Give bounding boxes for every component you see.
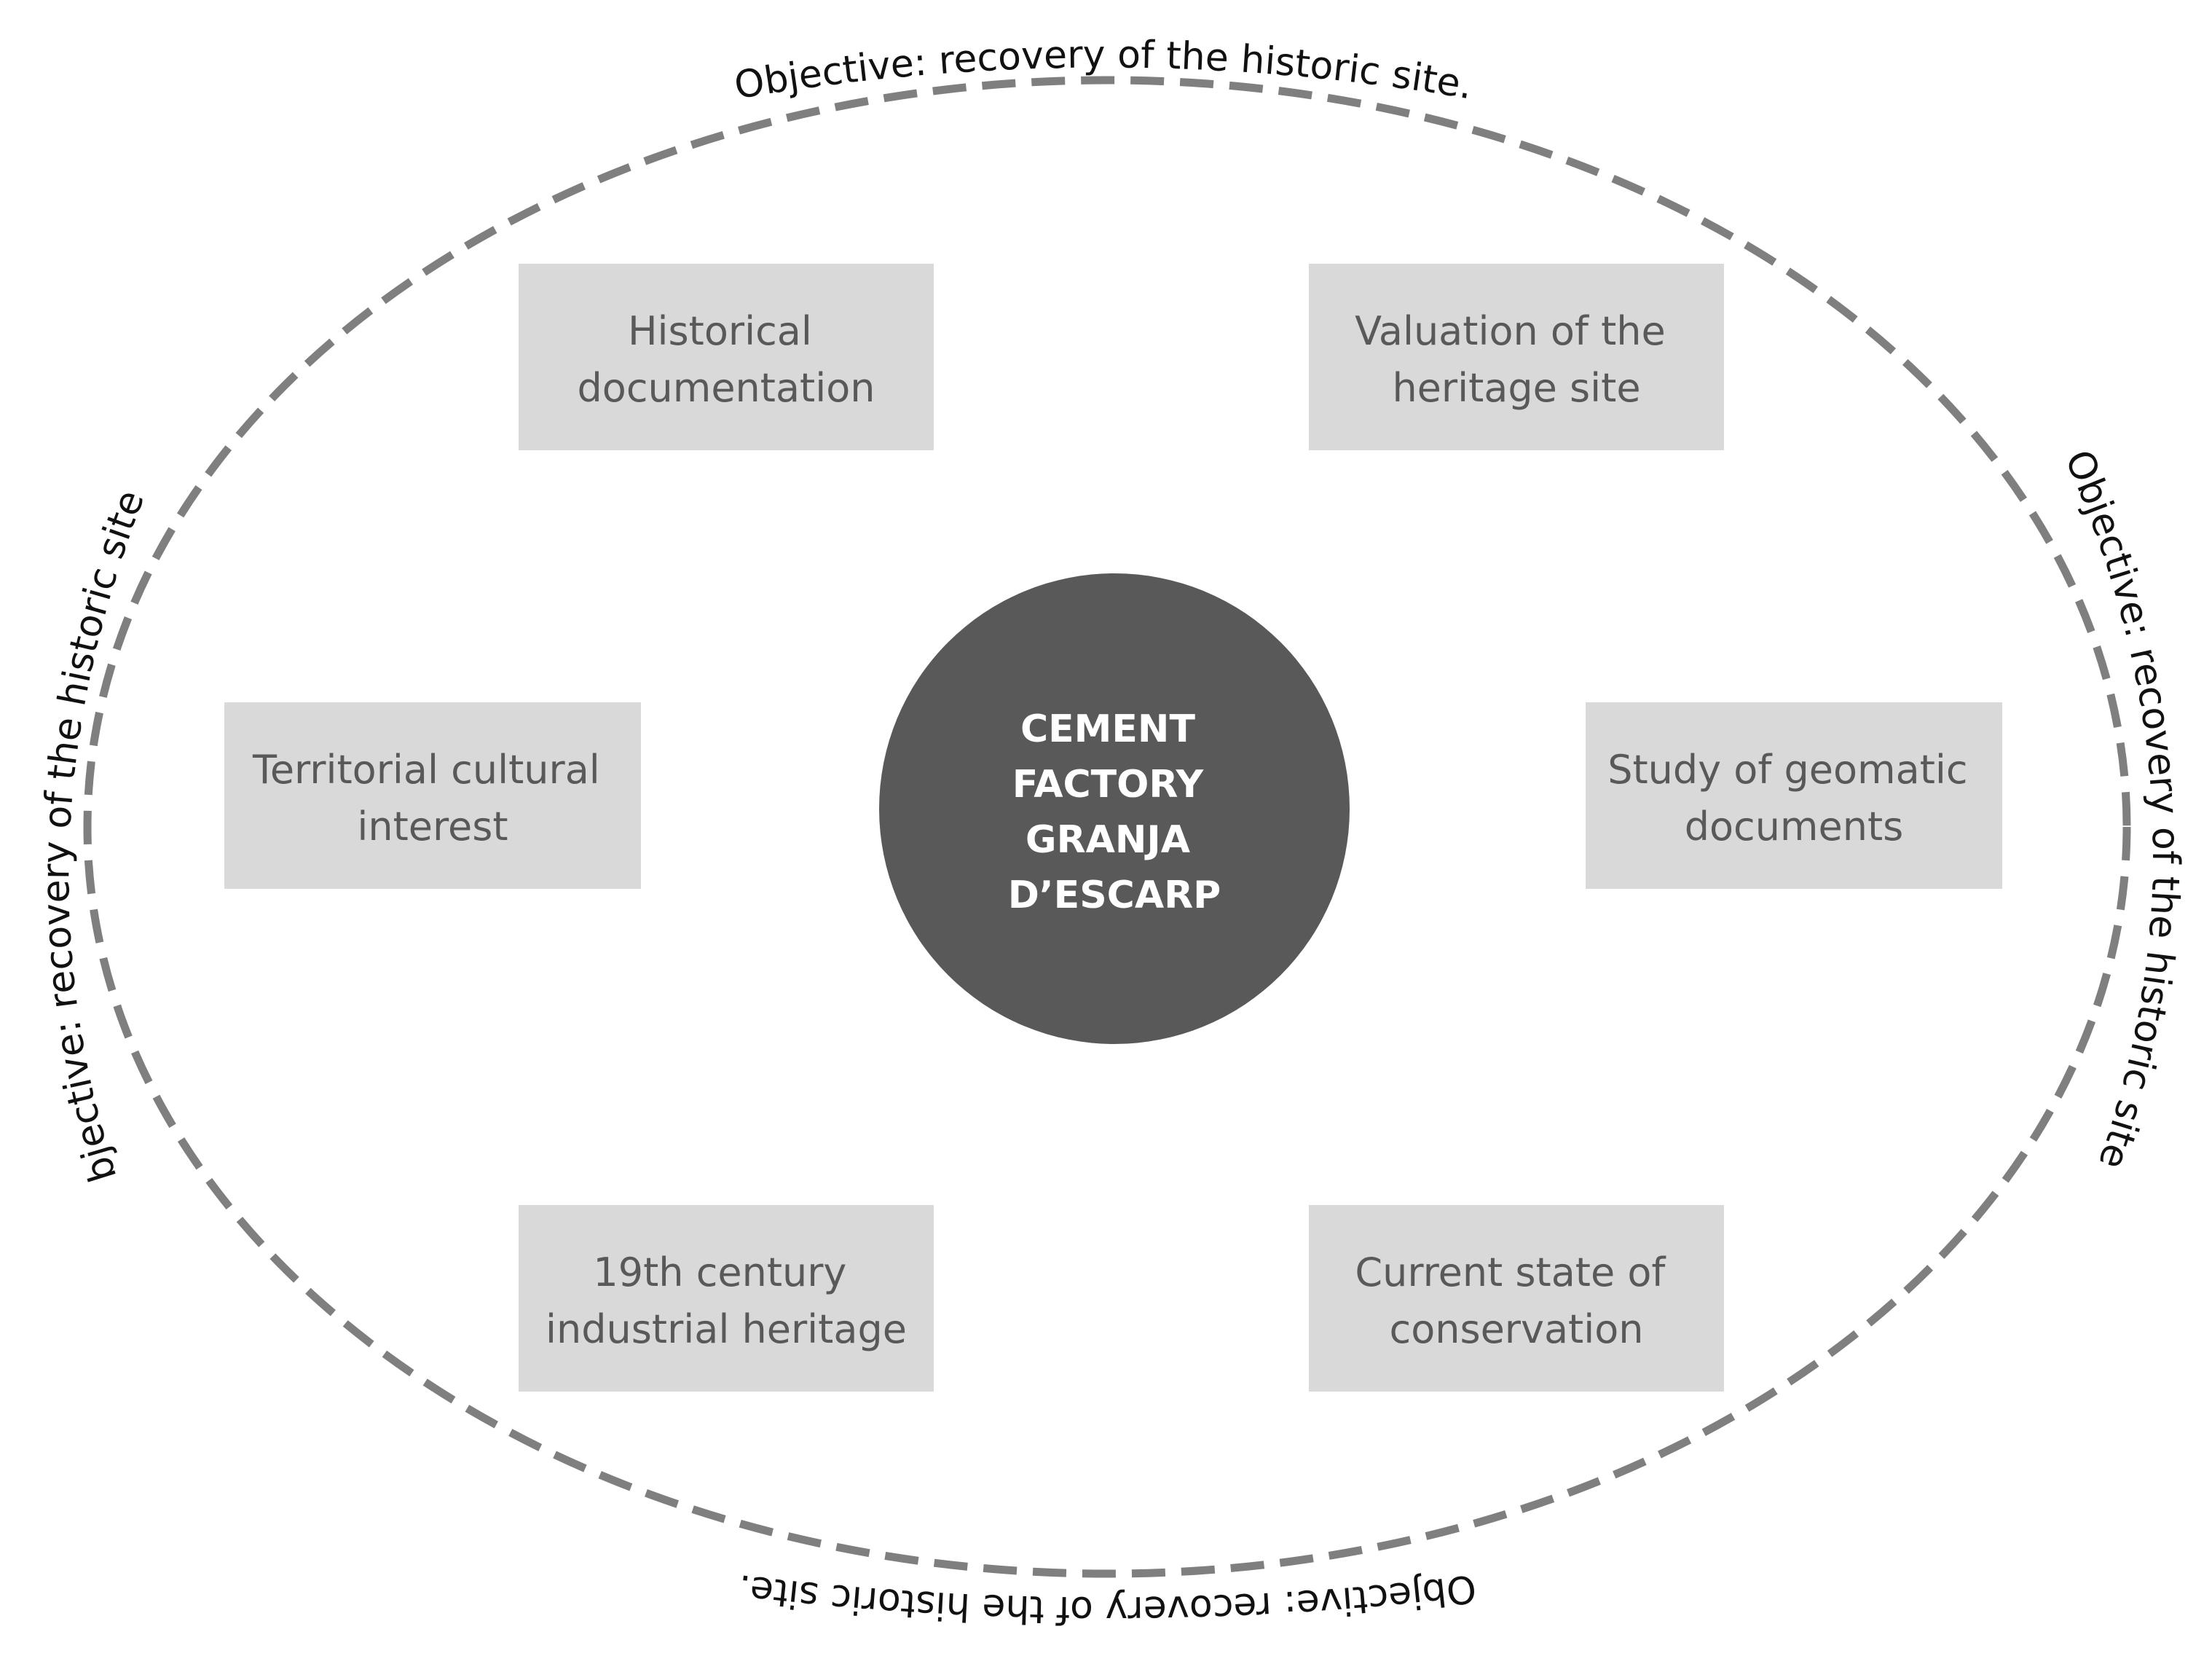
center-label-line-1: CEMENT [1020, 707, 1195, 751]
node-label-line-2: documentation [578, 365, 875, 411]
center-label: CEMENT FACTORY GRANJA D’ESCARP [1008, 707, 1221, 917]
node-label: 19th century industrial heritage [546, 1249, 907, 1352]
node-label-line-2: industrial heritage [546, 1306, 907, 1352]
objective-boundary-ellipse [83, 76, 2131, 1578]
node-label-line-2: interest [357, 804, 508, 849]
node-label-line-1: Territorial cultural [252, 747, 600, 793]
objective-label-top-text: Objective: recovery of the historic site… [731, 33, 1476, 108]
node-label-line-1: Valuation of the [1355, 308, 1666, 354]
node-label: Valuation of the heritage site [1355, 308, 1678, 411]
node-box [519, 264, 934, 450]
node-label-line-1: Study of geomatic [1607, 747, 1967, 793]
node-box [1586, 702, 2002, 889]
center-node-cement-factory: CEMENT FACTORY GRANJA D’ESCARP [879, 573, 1350, 1044]
node-box [1309, 264, 1724, 450]
node-territorial-cultural-interest: Territorial cultural interest [224, 702, 641, 889]
node-label-line-2: documents [1685, 804, 1904, 849]
node-label-line-2: conservation [1390, 1306, 1644, 1352]
objective-label-left: Objective: recovery of the historic site… [0, 0, 153, 1187]
node-box [519, 1205, 934, 1392]
node-label-line-2: heritage site [1392, 365, 1640, 411]
node-label: Current state of conservation [1355, 1249, 1677, 1352]
center-label-line-3: GRANJA [1026, 818, 1190, 862]
node-valuation-heritage-site: Valuation of the heritage site [1309, 264, 1724, 450]
objective-label-left-text: Objective: recovery of the historic site… [0, 0, 153, 1187]
center-circle [879, 573, 1350, 1044]
node-label: Historical documentation [578, 308, 875, 411]
node-label: Territorial cultural interest [252, 747, 613, 849]
node-label-line-1: Current state of [1355, 1249, 1666, 1295]
center-label-line-4: D’ESCARP [1008, 874, 1221, 917]
center-label-line-2: FACTORY [1012, 763, 1205, 807]
objective-label-top: Objective: recovery of the historic site… [731, 33, 1476, 108]
node-state-of-conservation: Current state of conservation [1309, 1205, 1724, 1392]
node-study-geomatic-documents: Study of geomatic documents [1586, 702, 2002, 889]
node-box [1309, 1205, 1724, 1392]
node-label-line-1: 19th century [593, 1249, 846, 1295]
node-historical-documentation: Historical documentation [519, 264, 934, 450]
node-box [224, 702, 641, 889]
node-label-line-1: Historical [628, 308, 812, 354]
node-industrial-heritage: 19th century industrial heritage [519, 1205, 934, 1392]
node-label: Study of geomatic documents [1607, 747, 1980, 849]
